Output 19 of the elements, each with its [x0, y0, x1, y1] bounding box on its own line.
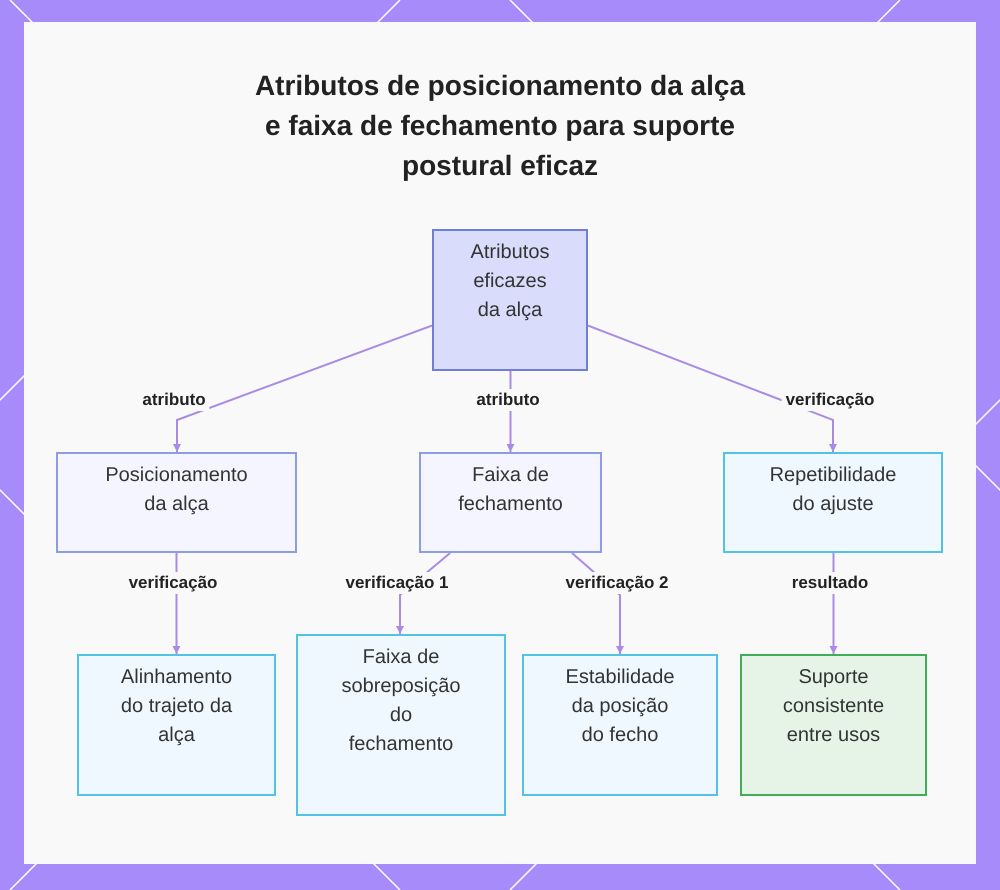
verification-box: [77, 654, 276, 796]
attribute-box: [56, 452, 297, 553]
node-label: Alinhamento do trajeto da alça: [120, 665, 234, 748]
node-label: Suporte consistente entre usos: [782, 665, 886, 748]
connector-arrow: [173, 324, 432, 452]
verification-box: [723, 452, 943, 553]
attribute-box: [419, 452, 602, 553]
connector-arrow: [588, 324, 837, 452]
node-label: Posicionamento da alça: [104, 463, 249, 517]
node-label: Faixa de fechamento: [457, 463, 564, 517]
verification-box: [296, 634, 506, 816]
node-label: Faixa de sobreposição do fechamento: [340, 645, 462, 757]
node-label: Atributos eficazes da alça: [470, 240, 550, 323]
result-box: [740, 654, 927, 796]
node-label: Repetibilidade do ajuste: [768, 463, 898, 517]
verification-box: [522, 654, 718, 796]
root-concept-box: [432, 229, 588, 371]
diagram-title: Atributos de posicionamento da alça e faixa de fechamento para suporte postural eficaz: [254, 69, 746, 183]
node-label: Estabilidade da posição do fecho: [564, 665, 676, 748]
